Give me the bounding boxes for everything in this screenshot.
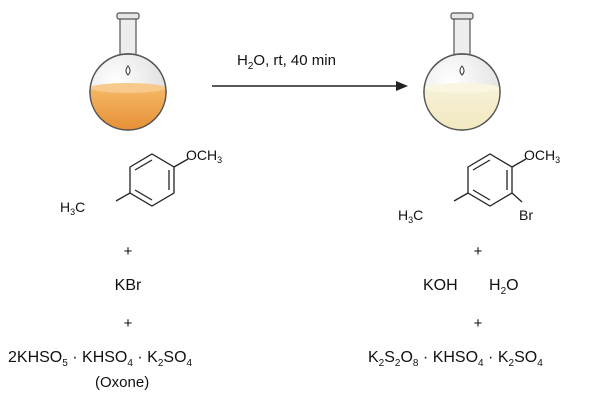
- benzene-ring: [129, 153, 175, 207]
- water-label: H2O: [489, 277, 519, 298]
- oxone-formula: 2KHSO5 · KHSO4 · K2SO4: [8, 349, 193, 370]
- orange-liquid: [90, 88, 166, 130]
- product-structure: OCH3 H3C Br: [398, 147, 560, 225]
- flask-lip: [116, 12, 140, 20]
- stir-bar-icon: [125, 65, 131, 76]
- br-bond: [511, 192, 523, 203]
- pale-liquid: [424, 88, 500, 130]
- bromo-label: Br: [519, 207, 533, 223]
- methyl-label: H3C: [60, 199, 85, 217]
- methoxy-label: OCH3: [524, 147, 560, 165]
- product-flask: [423, 12, 501, 131]
- plus-sign: +: [473, 243, 483, 260]
- methyl-bond: [453, 192, 469, 202]
- benzene-ring: [467, 153, 513, 207]
- reaction-conditions: H2O, rt, 40 min: [237, 53, 336, 72]
- flask-neck: [119, 15, 137, 57]
- o-bond: [173, 158, 189, 168]
- plus-sign: +: [123, 315, 133, 332]
- conditions-subscript: 2: [247, 61, 254, 72]
- plus-sign: +: [473, 315, 483, 332]
- conditions-h: H: [237, 52, 248, 69]
- methoxy-label: OCH3: [186, 147, 222, 165]
- salt-formula: K2S2O8 · KHSO4 · K2SO4: [368, 349, 543, 370]
- flask-lip: [450, 12, 474, 20]
- liquid-surface: [424, 83, 500, 93]
- kbr-label: KBr: [114, 277, 142, 294]
- o-bond: [511, 158, 527, 168]
- oxone-name: (Oxone): [95, 374, 150, 391]
- methyl-label: H3C: [398, 207, 423, 225]
- plus-sign: +: [123, 243, 133, 260]
- conditions-rest: O, rt, 40 min: [253, 52, 336, 69]
- stir-bar-icon: [459, 65, 465, 76]
- reaction-arrow: [212, 81, 408, 91]
- reactant-structure: OCH3 H3C: [60, 147, 222, 217]
- liquid-surface: [90, 83, 166, 93]
- flask-neck: [453, 15, 471, 57]
- reactant-flask: [89, 12, 167, 131]
- methyl-bond: [115, 192, 131, 202]
- koh-label: KOH: [423, 277, 458, 294]
